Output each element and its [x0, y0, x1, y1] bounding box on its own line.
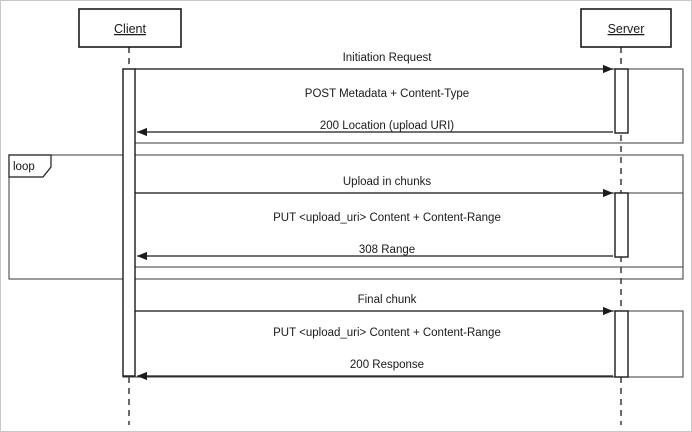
msg-200-response-label: 200 Response	[350, 359, 424, 371]
group-initiation-header: Initiation Request	[343, 52, 433, 64]
group-final-chunk: Final chunk PUT <upload_uri> Content + C…	[122, 294, 684, 381]
msg-put-final-label: PUT <upload_uri> Content + Content-Range	[273, 327, 501, 339]
activation-bar-server-final[interactable]	[614, 310, 629, 378]
activation-bar-server-initiation[interactable]	[614, 68, 629, 134]
activation-bar-server-chunk[interactable]	[614, 192, 629, 258]
msg-308-range-label: 308 Range	[359, 244, 415, 256]
activation-bar-client[interactable]	[122, 68, 136, 377]
loop-fragment-label: loop	[13, 161, 35, 173]
msg-post-metadata-label: POST Metadata + Content-Type	[305, 88, 469, 100]
participant-client[interactable]: Client	[78, 8, 182, 48]
msg-put-chunk-label: PUT <upload_uri> Content + Content-Range	[273, 212, 501, 224]
participant-server-label: Server	[608, 22, 645, 36]
participant-client-label: Client	[114, 22, 146, 36]
group-initiation: Initiation Request POST Metadata + Conte…	[122, 52, 684, 144]
participant-server-box	[580, 8, 672, 48]
group-upload-chunks: Upload in chunks PUT <upload_uri> Conten…	[122, 176, 684, 268]
loop-fragment-tab	[8, 154, 52, 178]
group-upload-chunks-header: Upload in chunks	[343, 176, 431, 188]
msg-200-location-label: 200 Location (upload URI)	[320, 120, 454, 132]
participant-server[interactable]: Server	[580, 8, 672, 48]
group-final-chunk-header: Final chunk	[358, 294, 417, 306]
activation-bars-layer	[122, 68, 629, 378]
participant-client-box	[78, 8, 182, 48]
